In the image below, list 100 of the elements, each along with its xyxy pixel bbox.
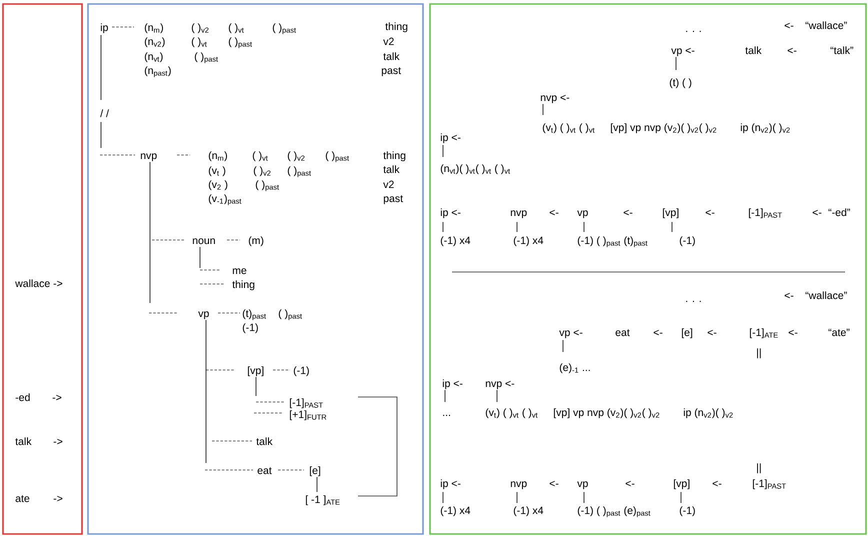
tree-text: ip	[100, 23, 108, 34]
derivation-text: eat	[616, 329, 630, 336]
derivation-text: <-	[788, 330, 798, 336]
tree-text: thing	[383, 151, 406, 162]
input-word: wallace ->	[15, 279, 62, 288]
derivation-text: talk	[745, 46, 762, 54]
tree-text: (v$_{t}$ )	[208, 166, 226, 176]
derivation-text: <-	[550, 480, 558, 486]
tree-text: / /	[100, 109, 109, 118]
derivation-text: (e)$_{-1}$ ...	[560, 363, 590, 374]
derivation-text: ip <-	[440, 208, 460, 218]
input-word: ate	[16, 495, 30, 502]
tree-text: talk	[383, 52, 400, 60]
derivation-text: <-	[654, 330, 662, 336]
derivation-text: ip <-	[442, 379, 462, 390]
tree-text: (t)$_{past}$	[242, 309, 266, 320]
tree-text: ( )$_{v2}$	[288, 151, 304, 162]
derivation-text: <-	[550, 210, 558, 216]
derivation-text: <-	[812, 210, 822, 216]
tree-text: ( )$_{past}$	[288, 166, 311, 178]
tree-text: talk	[383, 165, 400, 174]
tree-text: v2	[383, 38, 394, 45]
derivation-text: (-1) x4	[514, 506, 544, 516]
derivation-text: “ate”	[828, 328, 850, 336]
tree-text: [ -1 ]$_{ATE}$	[306, 495, 340, 506]
derivation-text: <-	[626, 480, 634, 486]
derivation-text: ip <-	[440, 479, 460, 490]
derivation-text: ...	[443, 414, 450, 416]
derivation-text: [-1]$_{PAST}$	[748, 208, 782, 218]
tree-text: ( )$_{past}$	[278, 309, 302, 320]
derivation-text: “talk”	[830, 46, 854, 54]
derivation-text: [-1]$_{PAST}$	[752, 479, 786, 490]
tree-text: (-1)	[242, 323, 258, 334]
input-word: -ed	[16, 393, 30, 402]
derivation-text: “-ed”	[828, 208, 850, 216]
tree-text: (n$_{m}$)	[208, 151, 227, 162]
derivation-text: . . .	[686, 300, 701, 302]
tree-text: thing	[232, 280, 254, 290]
derivation-text: vp <-	[671, 48, 694, 56]
tree-text: vp	[198, 311, 209, 320]
derivation-text: (n$_{vt}$)( )$_{vt}$( )$_{vt}$ ( )$_{vt}$	[440, 164, 510, 174]
input-word: talk	[15, 437, 32, 446]
derivation-text: vp <-	[559, 330, 582, 338]
derivation-text: [vp] vp nvp (v$_{2}$)( )$_{v2}$( )$_{v2}$	[554, 408, 660, 418]
tree-text: (v$_{-1}$)$_{past}$	[208, 194, 242, 206]
derivation-text: [e]	[682, 328, 692, 338]
tree-text: ( )$_{vt}$	[228, 23, 244, 34]
derivation-text: nvp <-	[540, 94, 570, 104]
tree-text: (n$_{vt}$)	[144, 52, 163, 62]
tree-text: talk	[256, 437, 273, 446]
tree-text: eat	[258, 467, 272, 474]
tree-text: noun	[192, 238, 215, 244]
derivation-text: ||	[757, 348, 761, 358]
tree-text: [vp]	[248, 366, 264, 376]
derivation-text: nvp	[510, 210, 527, 218]
derivation-text: <-	[784, 292, 794, 298]
derivation-text: [vp] vp nvp (v$_{2}$)( )$_{v2}$( )$_{v2}$	[610, 123, 716, 134]
tree-text: (n$_{past}$)	[144, 66, 171, 78]
tree-text: [e]	[310, 466, 320, 476]
derivation-text: vp	[577, 481, 588, 490]
derivation-text: ip (n$_{v2}$)( )$_{v2}$	[684, 408, 733, 418]
tree-text: (v$_{2}$ )	[208, 180, 228, 190]
tree-text: [-1]$_{PAST}$	[290, 398, 323, 408]
tree-text: ( )$_{past}$	[272, 23, 296, 34]
derivation-text: ip (n$_{v2}$)( )$_{v2}$	[740, 123, 790, 134]
tree-text: ( )$_{v2}$	[254, 166, 270, 176]
input-word: ->	[54, 496, 62, 502]
tree-text: ( )$_{past}$	[326, 151, 349, 162]
tree-text: nvp	[140, 153, 157, 162]
tree-text: (n$_{m}$)	[144, 23, 163, 34]
derivation-text: <-	[784, 22, 794, 28]
derivation-text: vp	[577, 210, 588, 218]
derivation-text: [vp]	[674, 479, 690, 490]
derivation-text: . . .	[686, 30, 701, 32]
tree-text: (n$_{v2}$)	[144, 37, 165, 48]
tree-text: ( )$_{v2}$	[192, 23, 208, 34]
derivation-text: (-1) x4	[440, 236, 470, 246]
derivation-text: (-1) x4	[514, 236, 544, 246]
derivation-text: <-	[624, 210, 632, 216]
tree-text: v2	[383, 180, 394, 188]
tree-text: (m)	[248, 236, 264, 246]
derivation-text: nvp	[510, 481, 527, 490]
derivation-text: “wallace”	[806, 291, 847, 300]
derivation-text: (-1)	[680, 236, 695, 246]
derivation-text: <-	[712, 480, 722, 486]
tree-text: ( )$_{past}$	[256, 180, 279, 192]
derivation-text: ip <-	[440, 133, 460, 144]
tree-text: ( )$_{vt}$	[252, 151, 268, 162]
tree-text: past	[384, 195, 403, 204]
derivation-text: (v$_{t}$) ( )$_{vt}$ ( )$_{vt}$	[486, 408, 538, 418]
tree-text: thing	[385, 22, 408, 32]
tree-text: past	[382, 67, 401, 76]
derivation-text: [vp]	[662, 208, 678, 218]
derivation-text: ||	[757, 463, 761, 474]
tree-text: (-1)	[294, 366, 309, 376]
tree-text: me	[232, 268, 246, 274]
derivation-text: “wallace”	[806, 21, 847, 30]
derivation-text: (t) ( )	[670, 78, 692, 88]
derivation-text: <-	[708, 330, 716, 336]
derivation-text: (-1)	[680, 506, 695, 516]
